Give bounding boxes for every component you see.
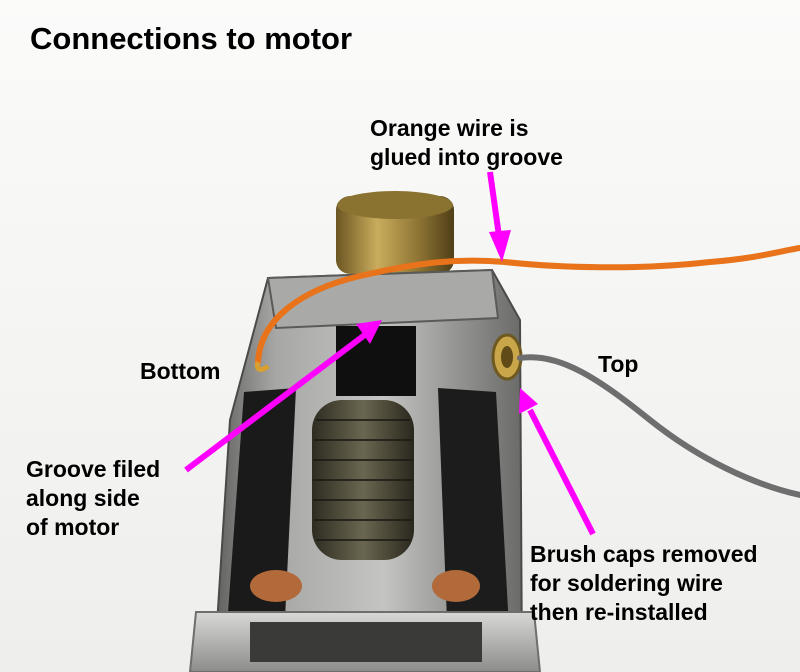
page-title: Connections to motor — [30, 21, 353, 56]
annotation-arrows — [184, 171, 596, 536]
bottom-label: Bottom — [140, 358, 221, 384]
brush-caps-annotation-line-3: then re-installed — [530, 599, 708, 625]
brush-caps-annotation-line-1: Brush caps removed — [530, 541, 758, 567]
groove-annotation: Groove filed along side of motor — [26, 455, 160, 542]
orange-wire-annotation-line-1: Orange wire is — [370, 115, 529, 141]
brush-caps-annotation: Brush caps removed for soldering wire th… — [530, 540, 758, 627]
top-label: Top — [598, 351, 639, 377]
grey-wire — [517, 354, 800, 498]
orange-wire-annotation-line-2: glued into groove — [370, 144, 563, 170]
orange-wire-annotation: Orange wire is glued into groove — [370, 114, 563, 172]
groove-annotation-line-2: along side — [26, 485, 140, 511]
brush-caps-annotation-line-2: for soldering wire — [530, 570, 723, 596]
groove-annotation-line-3: of motor — [26, 514, 120, 540]
orange-wire — [255, 245, 800, 365]
groove-annotation-line-1: Groove filed — [26, 456, 161, 482]
